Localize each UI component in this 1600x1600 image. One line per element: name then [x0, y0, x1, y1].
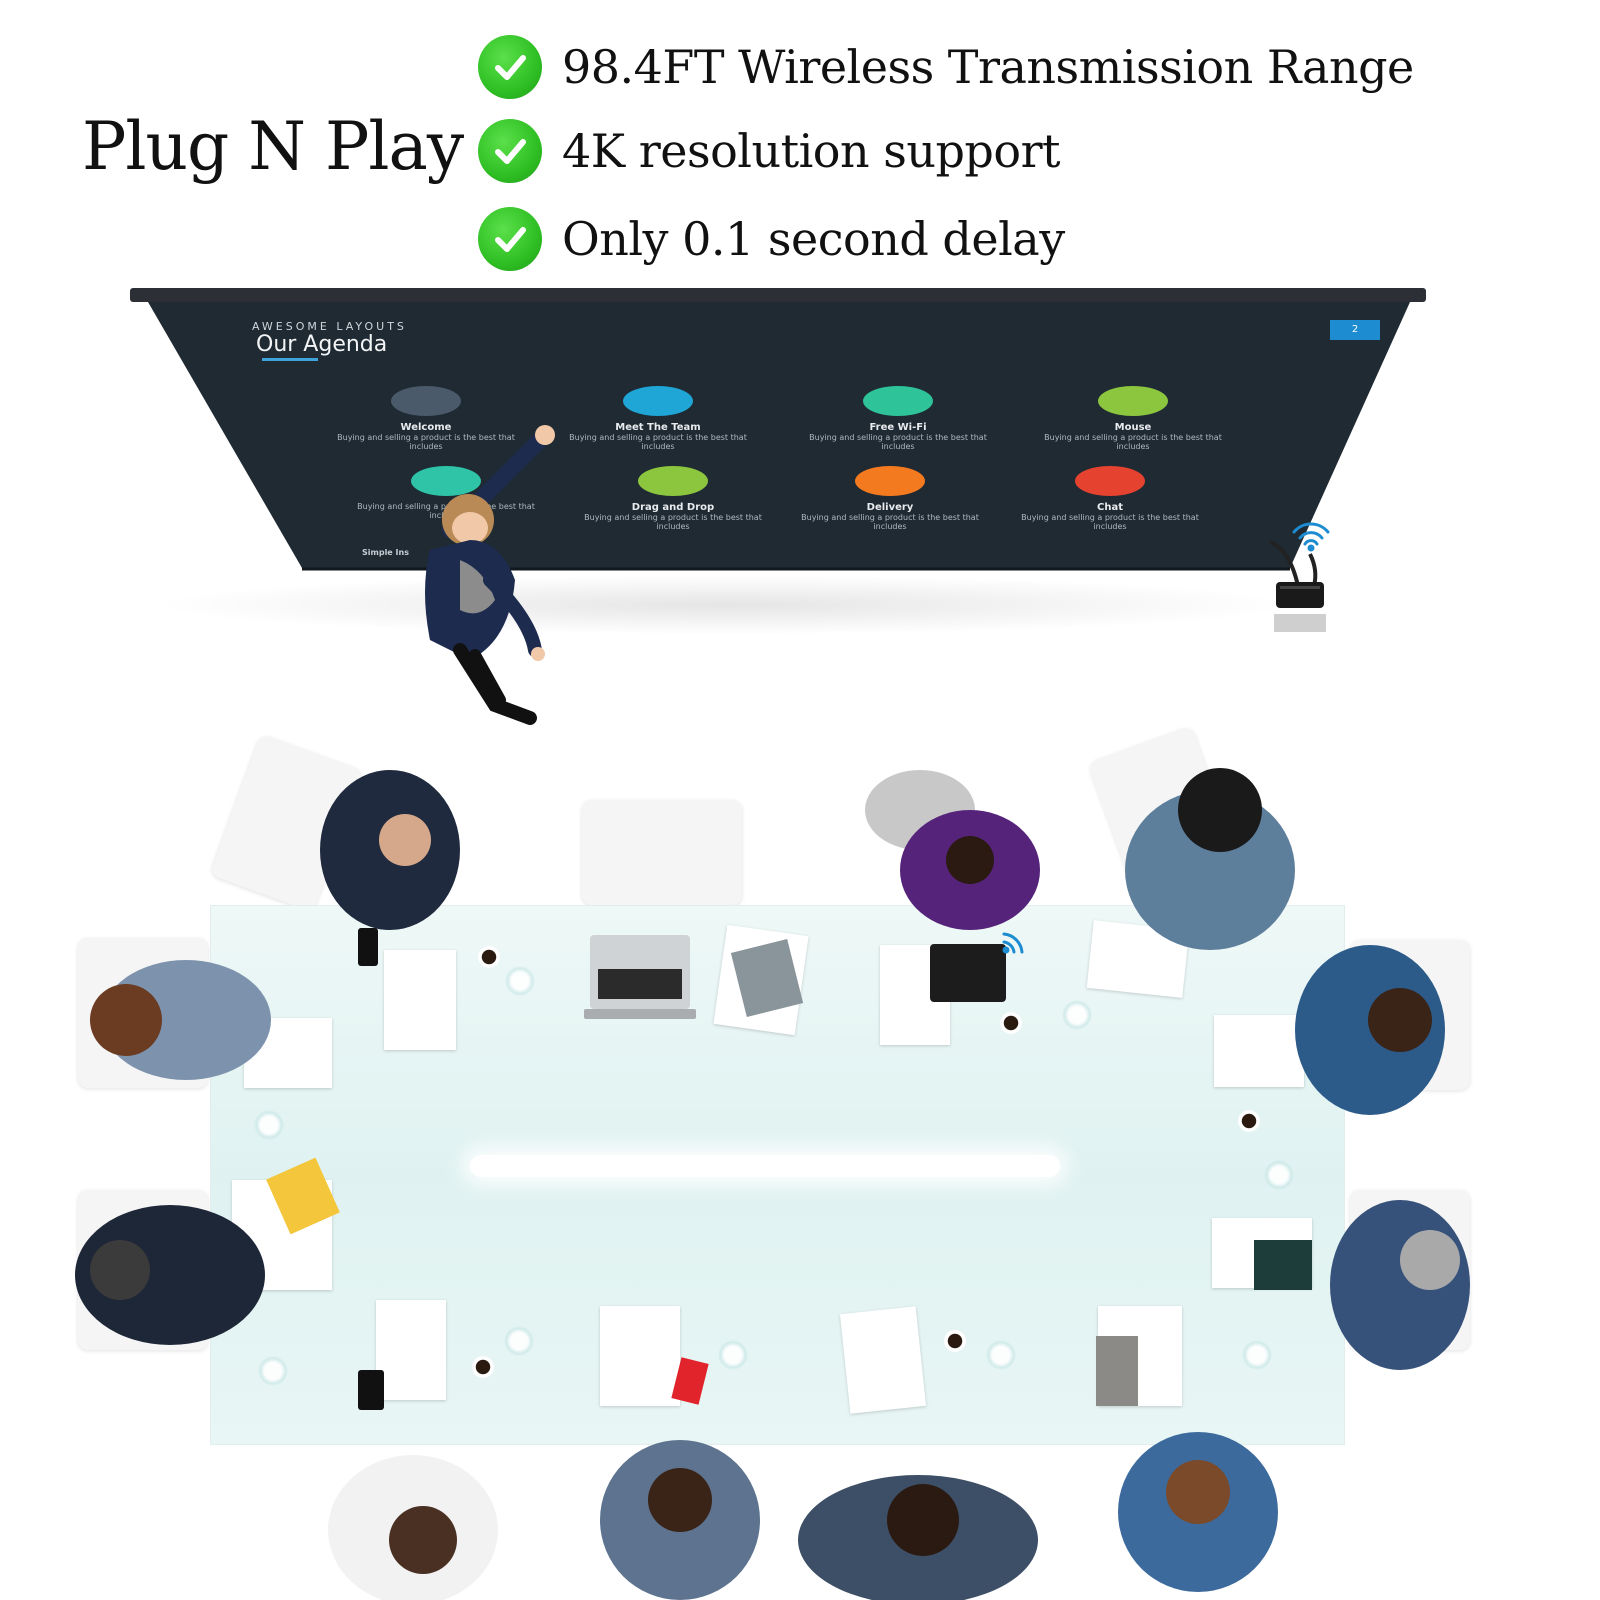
agenda-desc: Buying and selling a product is the best… [809, 433, 987, 451]
agenda-item: Free Wi-Fi Buying and selling a product … [798, 386, 998, 451]
agenda-icon [623, 386, 693, 416]
agenda-desc: Buying and selling a product is the best… [801, 513, 979, 531]
paper-sheet [384, 950, 456, 1050]
tablet [930, 944, 1006, 1002]
agenda-title: Welcome [400, 422, 452, 433]
attendee-figure [75, 1205, 265, 1345]
paper-sheet [600, 1306, 680, 1406]
feature-text: Only 0.1 second delay [562, 212, 1065, 266]
folder [1254, 1240, 1312, 1290]
attendee-figure [90, 960, 271, 1080]
notebook-cover [1096, 1336, 1138, 1406]
agenda-title: Delivery [866, 502, 914, 513]
smartphone [358, 1370, 384, 1410]
feature-text: 98.4FT Wireless Transmission Range [562, 40, 1414, 94]
agenda-item: Meet The Team Buying and selling a produ… [558, 386, 758, 451]
wifi-signal-icon [1292, 522, 1330, 552]
paper-sheet [376, 1300, 446, 1400]
water-glass [1264, 1160, 1294, 1190]
coffee-cup [1238, 1110, 1260, 1132]
coffee-cup [472, 1356, 494, 1378]
wireless-receiver [1260, 520, 1350, 640]
screen-top-bar [130, 288, 1426, 302]
check-circle-icon [478, 35, 542, 99]
agenda-desc: Buying and selling a product is the best… [584, 513, 762, 531]
paper-sheet [1214, 1015, 1304, 1087]
water-glass [718, 1340, 748, 1370]
agenda-title: Mouse [1114, 422, 1152, 433]
agenda-item: Welcome Buying and selling a product is … [326, 386, 526, 451]
agenda-icon [391, 386, 461, 416]
coffee-cup [944, 1330, 966, 1352]
water-glass [254, 1110, 284, 1140]
agenda-title: Free Wi-Fi [869, 422, 927, 433]
coffee-cup [478, 946, 500, 968]
attendee-figure [600, 1440, 760, 1600]
slide-page-badge: 2 [1330, 320, 1380, 340]
attendee-figure [865, 770, 1040, 930]
feature-text: 4K resolution support [562, 124, 1061, 178]
agenda-icon [411, 466, 481, 496]
agenda-icon [1098, 386, 1168, 416]
water-glass [1062, 1000, 1092, 1030]
screen-shadow [150, 575, 1300, 635]
attendee-figure [1295, 945, 1445, 1115]
water-glass [1242, 1340, 1272, 1370]
attendee-figure [328, 1455, 498, 1600]
chair [582, 800, 742, 905]
attendee-figure [798, 1475, 1038, 1600]
agenda-icon [638, 466, 708, 496]
agenda-desc: Buying and selling a product is the best… [337, 433, 515, 451]
smartphone [358, 928, 378, 966]
coffee-cup [1000, 1012, 1022, 1034]
agenda-title: Meet The Team [615, 422, 701, 433]
agenda-icon [1075, 466, 1145, 496]
water-glass [504, 1326, 534, 1356]
water-glass [505, 966, 535, 996]
slide-title-underline [262, 358, 318, 361]
presenter-figure [390, 400, 590, 730]
agenda-item: Delivery Buying and selling a product is… [790, 466, 990, 531]
attendee-figure [1330, 1200, 1470, 1370]
agenda-desc: Buying and selling a product is the best… [1021, 513, 1199, 531]
attendee-figure [1118, 1432, 1278, 1592]
check-circle-icon [478, 207, 542, 271]
feature-item: Only 0.1 second delay [478, 204, 1065, 274]
agenda-icon [863, 386, 933, 416]
water-glass [986, 1340, 1016, 1370]
agenda-title: Drag and Drop [631, 502, 715, 513]
agenda-desc: Buying and selling a product is the best… [569, 433, 747, 451]
headline: Plug N Play [82, 108, 464, 185]
slide-title: Our Agenda [256, 332, 388, 357]
water-glass [258, 1356, 288, 1386]
feature-item: 4K resolution support [478, 116, 1061, 186]
agenda-title: Chat [1097, 502, 1123, 513]
agenda-item: Chat Buying and selling a product is the… [1010, 466, 1210, 531]
table-reflection [470, 1155, 1060, 1177]
attendee-figure [320, 770, 460, 930]
check-circle-icon [478, 119, 542, 183]
agenda-item: Mouse Buying and selling a product is th… [1033, 386, 1233, 451]
agenda-icon [855, 466, 925, 496]
laptop [584, 935, 696, 1025]
wifi-signal-icon [1000, 922, 1034, 960]
agenda-desc: Buying and selling a product is the best… [1044, 433, 1222, 451]
feature-item: 98.4FT Wireless Transmission Range [478, 32, 1414, 102]
slide-eyebrow: AWESOME LAYOUTS [252, 320, 407, 333]
slide-footer: Simple Ins [362, 548, 409, 557]
agenda-item: Drag and Drop Buying and selling a produ… [573, 466, 773, 531]
attendee-figure [1125, 768, 1295, 950]
